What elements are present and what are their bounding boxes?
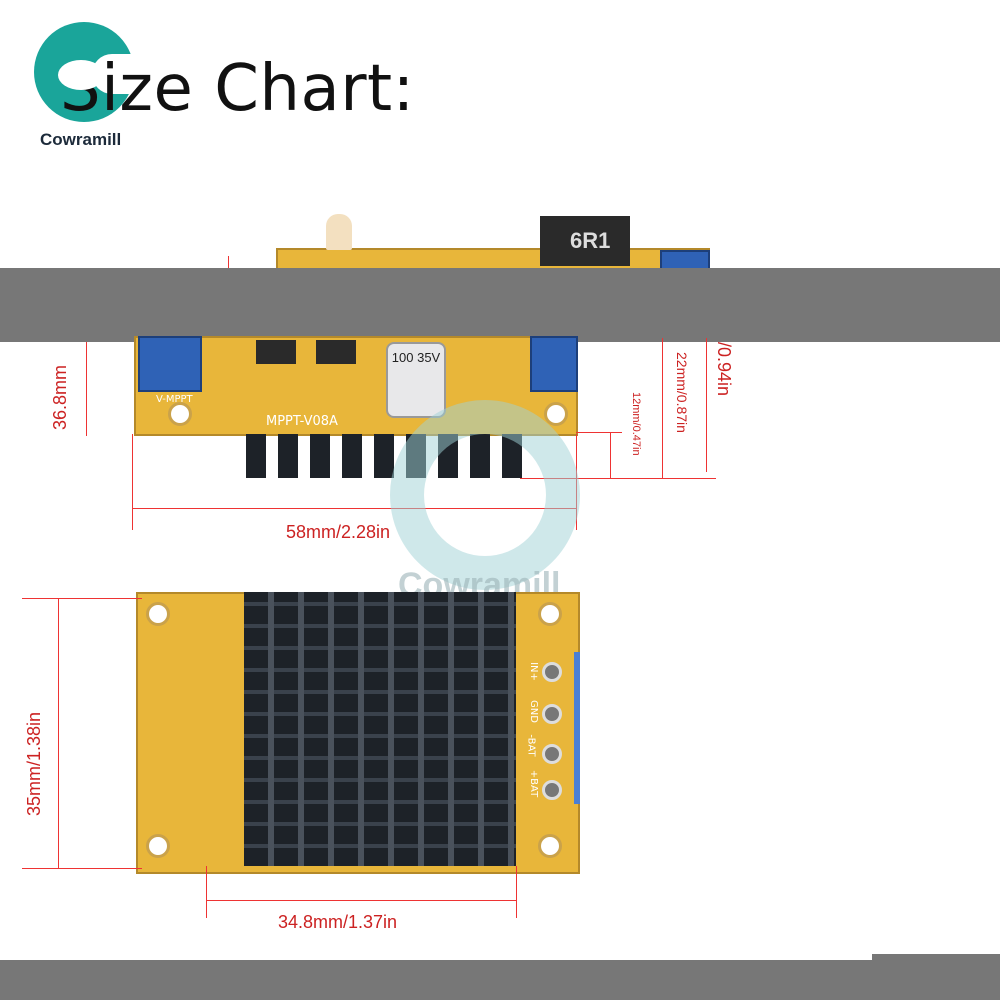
- potentiometer-left: [138, 336, 202, 392]
- pin-label: V-MPPT: [156, 394, 193, 405]
- mosfet-2: [316, 340, 356, 364]
- mount-hole-tr: [538, 602, 562, 626]
- dim-line-total-height: [86, 342, 87, 436]
- terminal-label-gnd: GND: [527, 700, 539, 723]
- heatsink-fin: [342, 434, 362, 478]
- blue-strip-bottom: [574, 652, 580, 804]
- mount-hole-side-right: [544, 402, 568, 426]
- dim-line-width-bottom: [206, 900, 516, 901]
- dim-ext-top: [22, 598, 142, 599]
- band-corner: [872, 954, 1000, 962]
- dim-line-height-bottom: [58, 598, 59, 868]
- mount-hole-tl: [146, 602, 170, 626]
- mount-hole-bl: [146, 834, 170, 858]
- terminal-label-neg-bat: -BAT: [525, 734, 537, 757]
- terminal-label-pos-bat: +BAT: [528, 769, 540, 798]
- heatsink-fin: [310, 434, 330, 478]
- mount-hole-br: [538, 834, 562, 858]
- led-icon: [326, 214, 352, 250]
- mount-hole-side-left: [168, 402, 192, 426]
- dim-ext-width-left: [206, 866, 207, 918]
- terminal-pos-bat: [542, 780, 562, 800]
- brand-logo-inner: [58, 60, 104, 90]
- dim-label-total-height: 36.8mm: [50, 364, 70, 430]
- image-band-top: [0, 268, 1000, 342]
- dim-label-22mm: 22mm/0.87in: [674, 352, 690, 433]
- dim-ext-bottom: [22, 868, 142, 869]
- dim-ext-line-12mm: [576, 432, 622, 433]
- watermark-logo-icon: [390, 400, 580, 590]
- dim-line-12mm: [610, 432, 611, 478]
- heatsink-grid: [244, 592, 516, 866]
- bottom-heatsink: [244, 592, 516, 866]
- heatsink-fin: [278, 434, 298, 478]
- terminal-label-in: IN+: [527, 662, 539, 681]
- potentiometer-right: [530, 336, 578, 392]
- inductor-component: 6R1: [540, 216, 630, 266]
- dim-label-width-side: 58mm/2.28in: [286, 522, 391, 542]
- dim-label-height-bottom: 35mm/1.38in: [24, 711, 44, 816]
- heatsink-fin: [246, 434, 266, 478]
- capacitor: 100 35V: [386, 342, 446, 418]
- board-label: MPPT-V08A: [266, 414, 338, 429]
- dim-line-22mm: [662, 338, 663, 478]
- dim-label-right-total: /0.94in: [714, 342, 734, 397]
- dim-label-width-bottom: 34.8mm/1.37in: [278, 912, 398, 932]
- dim-label-12mm: 12mm/0.47in: [630, 392, 642, 456]
- dim-ext-width-right: [516, 866, 517, 918]
- dim-ext-left-width: [132, 434, 133, 530]
- heatsink-fin: [374, 434, 394, 478]
- image-band-bottom: [0, 960, 1000, 1000]
- dim-ext-line-bottom: [520, 478, 716, 479]
- dim-line-width-side: [132, 508, 576, 509]
- brand-name: Cowramill: [40, 130, 122, 149]
- page-title: Size Chart:: [60, 52, 415, 126]
- terminal-neg-bat: [542, 744, 562, 764]
- dim-line-right-total: [706, 338, 707, 472]
- brand-logo-icon: [34, 22, 140, 122]
- terminal-in: [542, 662, 562, 682]
- terminal-gnd: [542, 704, 562, 724]
- dim-line-total-height-top: [228, 256, 229, 270]
- mosfet-1: [256, 340, 296, 364]
